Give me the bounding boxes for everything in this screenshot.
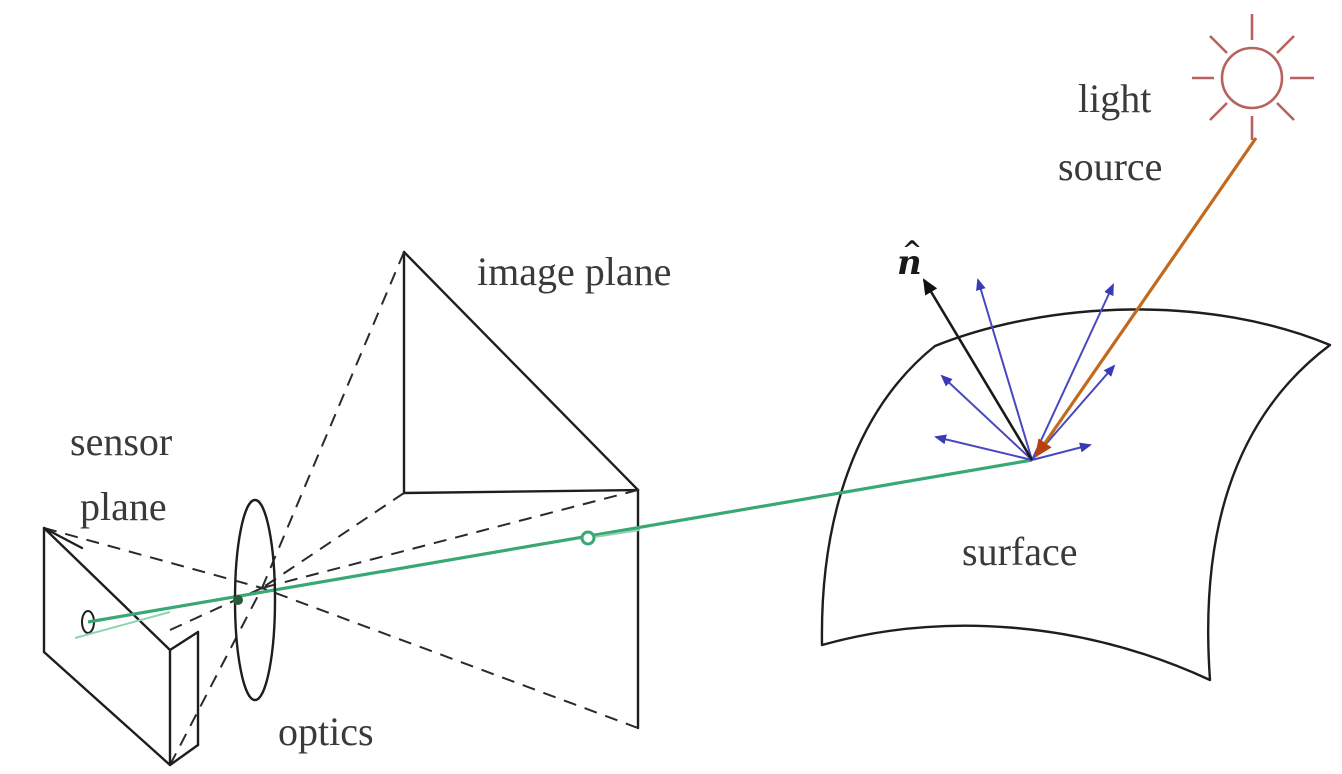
image-plane [402, 250, 640, 730]
sensor-plane-label-line1: sensor [70, 419, 172, 464]
normal-hat: ^ [902, 235, 922, 264]
optics-lens [233, 498, 277, 702]
sensor-plane [42, 526, 200, 767]
image-plane-label: image plane [477, 249, 671, 294]
surface-label: surface [962, 529, 1077, 574]
optical-center [233, 595, 243, 605]
light-source-label-line1: light [1078, 76, 1151, 121]
surface-patch [820, 308, 1332, 682]
optical-ray [74, 458, 1033, 639]
optics-label: optics [278, 709, 374, 754]
projection-lines [43, 251, 639, 766]
normal-label: n [897, 243, 922, 283]
sun-icon [1192, 14, 1314, 140]
reflected-rays [934, 278, 1116, 461]
light-source-label-line2: source [1058, 144, 1162, 189]
surface-normal [922, 278, 1034, 461]
sensor-plane-label-line2: plane [80, 484, 167, 529]
image-point [580, 530, 596, 546]
incident-light-ray [1034, 137, 1258, 458]
